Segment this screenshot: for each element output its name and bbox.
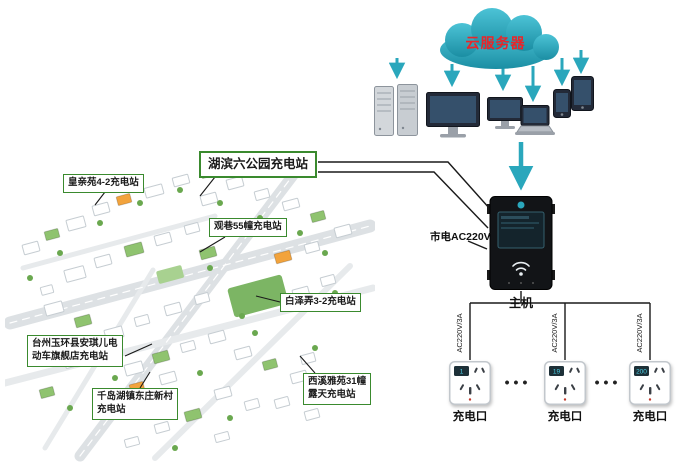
host-to-outlet-lines — [469, 291, 651, 360]
outlet-voltage-label: AC220V/3A — [550, 313, 559, 352]
charging-outlet-2: 19 — [544, 361, 586, 410]
outlet-number: 1 — [460, 369, 464, 376]
port-label-3: 充电口 — [632, 411, 668, 423]
station-label-taizhou: 台州玉环县安琪儿电 动车旗舰店充电站 — [27, 335, 123, 367]
wifi-icon — [512, 261, 530, 271]
outlet-screen — [634, 366, 649, 376]
socket-holes — [459, 367, 485, 395]
host-screen — [497, 211, 545, 249]
port-label-1: 充电口 — [452, 411, 488, 423]
ellipsis: ••• — [594, 374, 622, 390]
port-label-2: 充电口 — [547, 411, 583, 423]
outlet-number: 200 — [636, 369, 647, 376]
host-logo — [517, 201, 525, 209]
tablet-icon — [571, 76, 594, 116]
monitor-icon — [487, 97, 523, 135]
outlet-voltage-label: AC220V/3A — [455, 313, 464, 352]
station-label-xixi: 西溪雅苑31幢 露天充电站 — [303, 373, 372, 405]
station-label-hubin: 湖滨六公园充电站 — [199, 151, 318, 178]
laptop-icon — [514, 105, 556, 141]
ellipsis: ••• — [504, 374, 532, 390]
park-green-small — [156, 265, 184, 284]
outlet-screen — [549, 366, 564, 376]
desktop-monitor-icon — [426, 92, 480, 145]
cloud-label: 云服务器 — [465, 35, 526, 51]
station-label-qiandao: 千岛湖镇东庄新村 充电站 — [92, 388, 179, 420]
mains-power-label: 市电AC220V — [430, 231, 491, 243]
station-label-huangqinyuan: 皇亲苑4-2充电站 — [63, 174, 144, 193]
outlet-screen — [454, 366, 469, 376]
charging-outlet-1: 1 — [449, 361, 491, 410]
outlet-number: 19 — [553, 369, 561, 376]
smartphone-icon — [553, 89, 571, 123]
socket-holes — [639, 367, 665, 395]
cloud-server: 云服务器 — [418, 2, 573, 74]
cloud-icon — [440, 8, 559, 69]
host-device — [487, 196, 555, 296]
station-label-baize: 白泽弄3-2充电站 — [280, 293, 361, 312]
host-label: 主机 — [508, 296, 533, 310]
charging-outlet-3: 200 — [629, 361, 671, 410]
station-label-guanxiang: 观巷55幢充电站 — [209, 218, 287, 237]
socket-holes — [554, 367, 580, 395]
server-rack-icon — [374, 84, 418, 143]
outlet-voltage-label: AC220V/3A — [635, 313, 644, 352]
